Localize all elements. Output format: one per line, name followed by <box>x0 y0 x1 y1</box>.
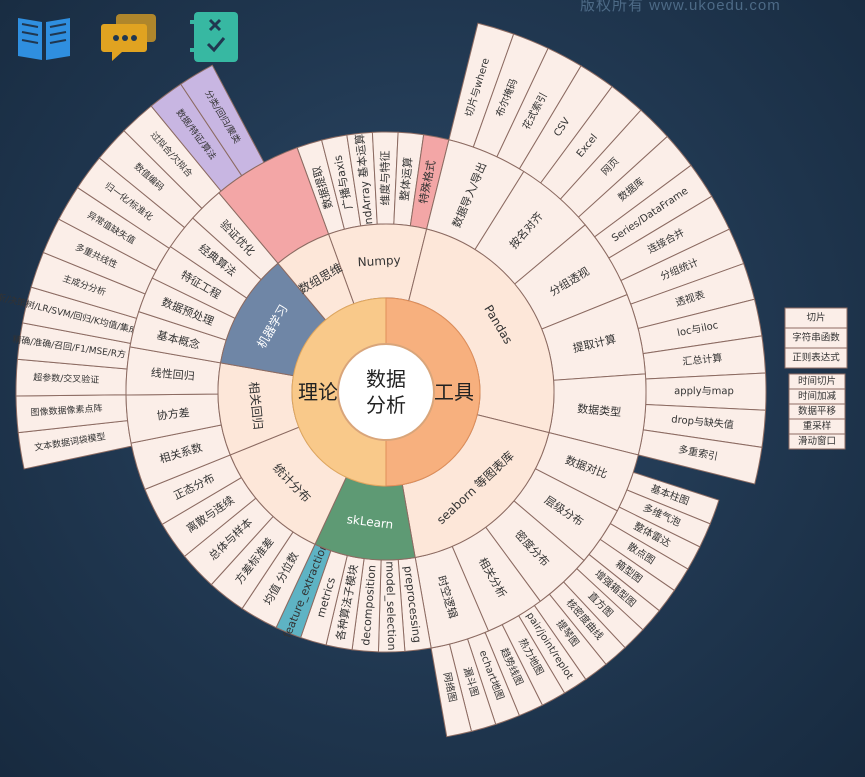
center-title-line1: 数据 <box>366 367 406 391</box>
date-type-box-label: 滑动窗口 <box>798 435 836 447</box>
string-type-box-label: 切片 <box>806 312 825 324</box>
regression-label: 协方差 <box>156 405 190 422</box>
sklearn-label: model_selection <box>383 561 398 650</box>
date-type-box-label: 时间切片 <box>798 375 836 387</box>
center-circle[interactable] <box>337 343 435 441</box>
string-type-box-cell[interactable] <box>784 347 848 369</box>
book-icon[interactable] <box>14 8 74 66</box>
theory-label: 理论 <box>298 380 338 404</box>
numpy-label: 维度与特征 <box>378 150 392 205</box>
date-type-box-label: 重采样 <box>803 420 832 432</box>
tools-label: 工具 <box>434 380 474 404</box>
numpy-label: 整体运算 <box>397 156 415 201</box>
regression-ring-label: 相关回归 <box>246 381 265 430</box>
checklist-icon[interactable] <box>186 8 246 66</box>
numpy-ring-label: Numpy <box>357 253 401 269</box>
watermark: 版权所有 www.ukoedu.com <box>580 0 781 14</box>
ml-outer-label: 超参数/交叉验证 <box>33 371 99 386</box>
regression-label: 线性回归 <box>150 365 195 383</box>
chat-icon[interactable] <box>100 8 160 66</box>
pandas-outer-label: 汇总计算 <box>682 351 723 368</box>
string-type-box-label: 字符串函数 <box>792 332 840 344</box>
sklearn-ring-label: skLearn <box>346 512 394 532</box>
pandas-label: 数据类型 <box>577 401 622 419</box>
string-type-box-label: 正则表达式 <box>792 352 840 364</box>
pandas-outer-label: apply与map <box>674 385 734 397</box>
date-type-box-label: 数据平移 <box>798 405 837 417</box>
date-type-box-label: 时间加减 <box>798 390 837 402</box>
center-title-line2: 分析 <box>366 393 406 417</box>
sklearn-label: decomposition <box>359 564 378 646</box>
date-type-box-cell[interactable] <box>788 433 846 450</box>
